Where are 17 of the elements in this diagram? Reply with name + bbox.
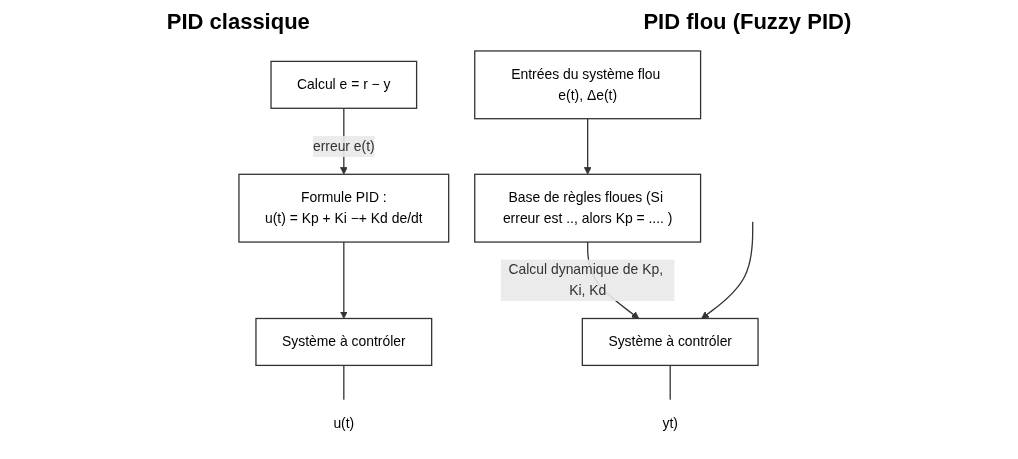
- node-box: Base de règles floues (Si erreur est .., alors Kp = .... ): [474, 173, 702, 243]
- node-box: Formule PID : u(t) = Kp + Ki −+ Kd de/dt: [238, 173, 450, 243]
- edge-label: Calcul dynamique de Kp, Ki, Kd: [508, 262, 664, 298]
- column-heading: PID flou (Fuzzy PID): [643, 9, 852, 35]
- arrow: [340, 241, 348, 319]
- node-box: Système à contróler: [581, 317, 759, 367]
- arrow: [584, 118, 592, 175]
- node-box: Calcul e = r − y: [270, 60, 418, 109]
- node-box: Système à contróler: [255, 317, 433, 367]
- edge-label: erreur e(t): [313, 138, 375, 154]
- connector: [343, 364, 345, 401]
- arrow: [701, 220, 754, 319]
- node-text: u(t): [333, 415, 355, 431]
- node-text: yt): [662, 415, 679, 431]
- node-box: Entrées du système flou e(t), Δe(t): [474, 50, 702, 120]
- connector: [669, 364, 671, 401]
- column-heading: PID classique: [166, 9, 310, 35]
